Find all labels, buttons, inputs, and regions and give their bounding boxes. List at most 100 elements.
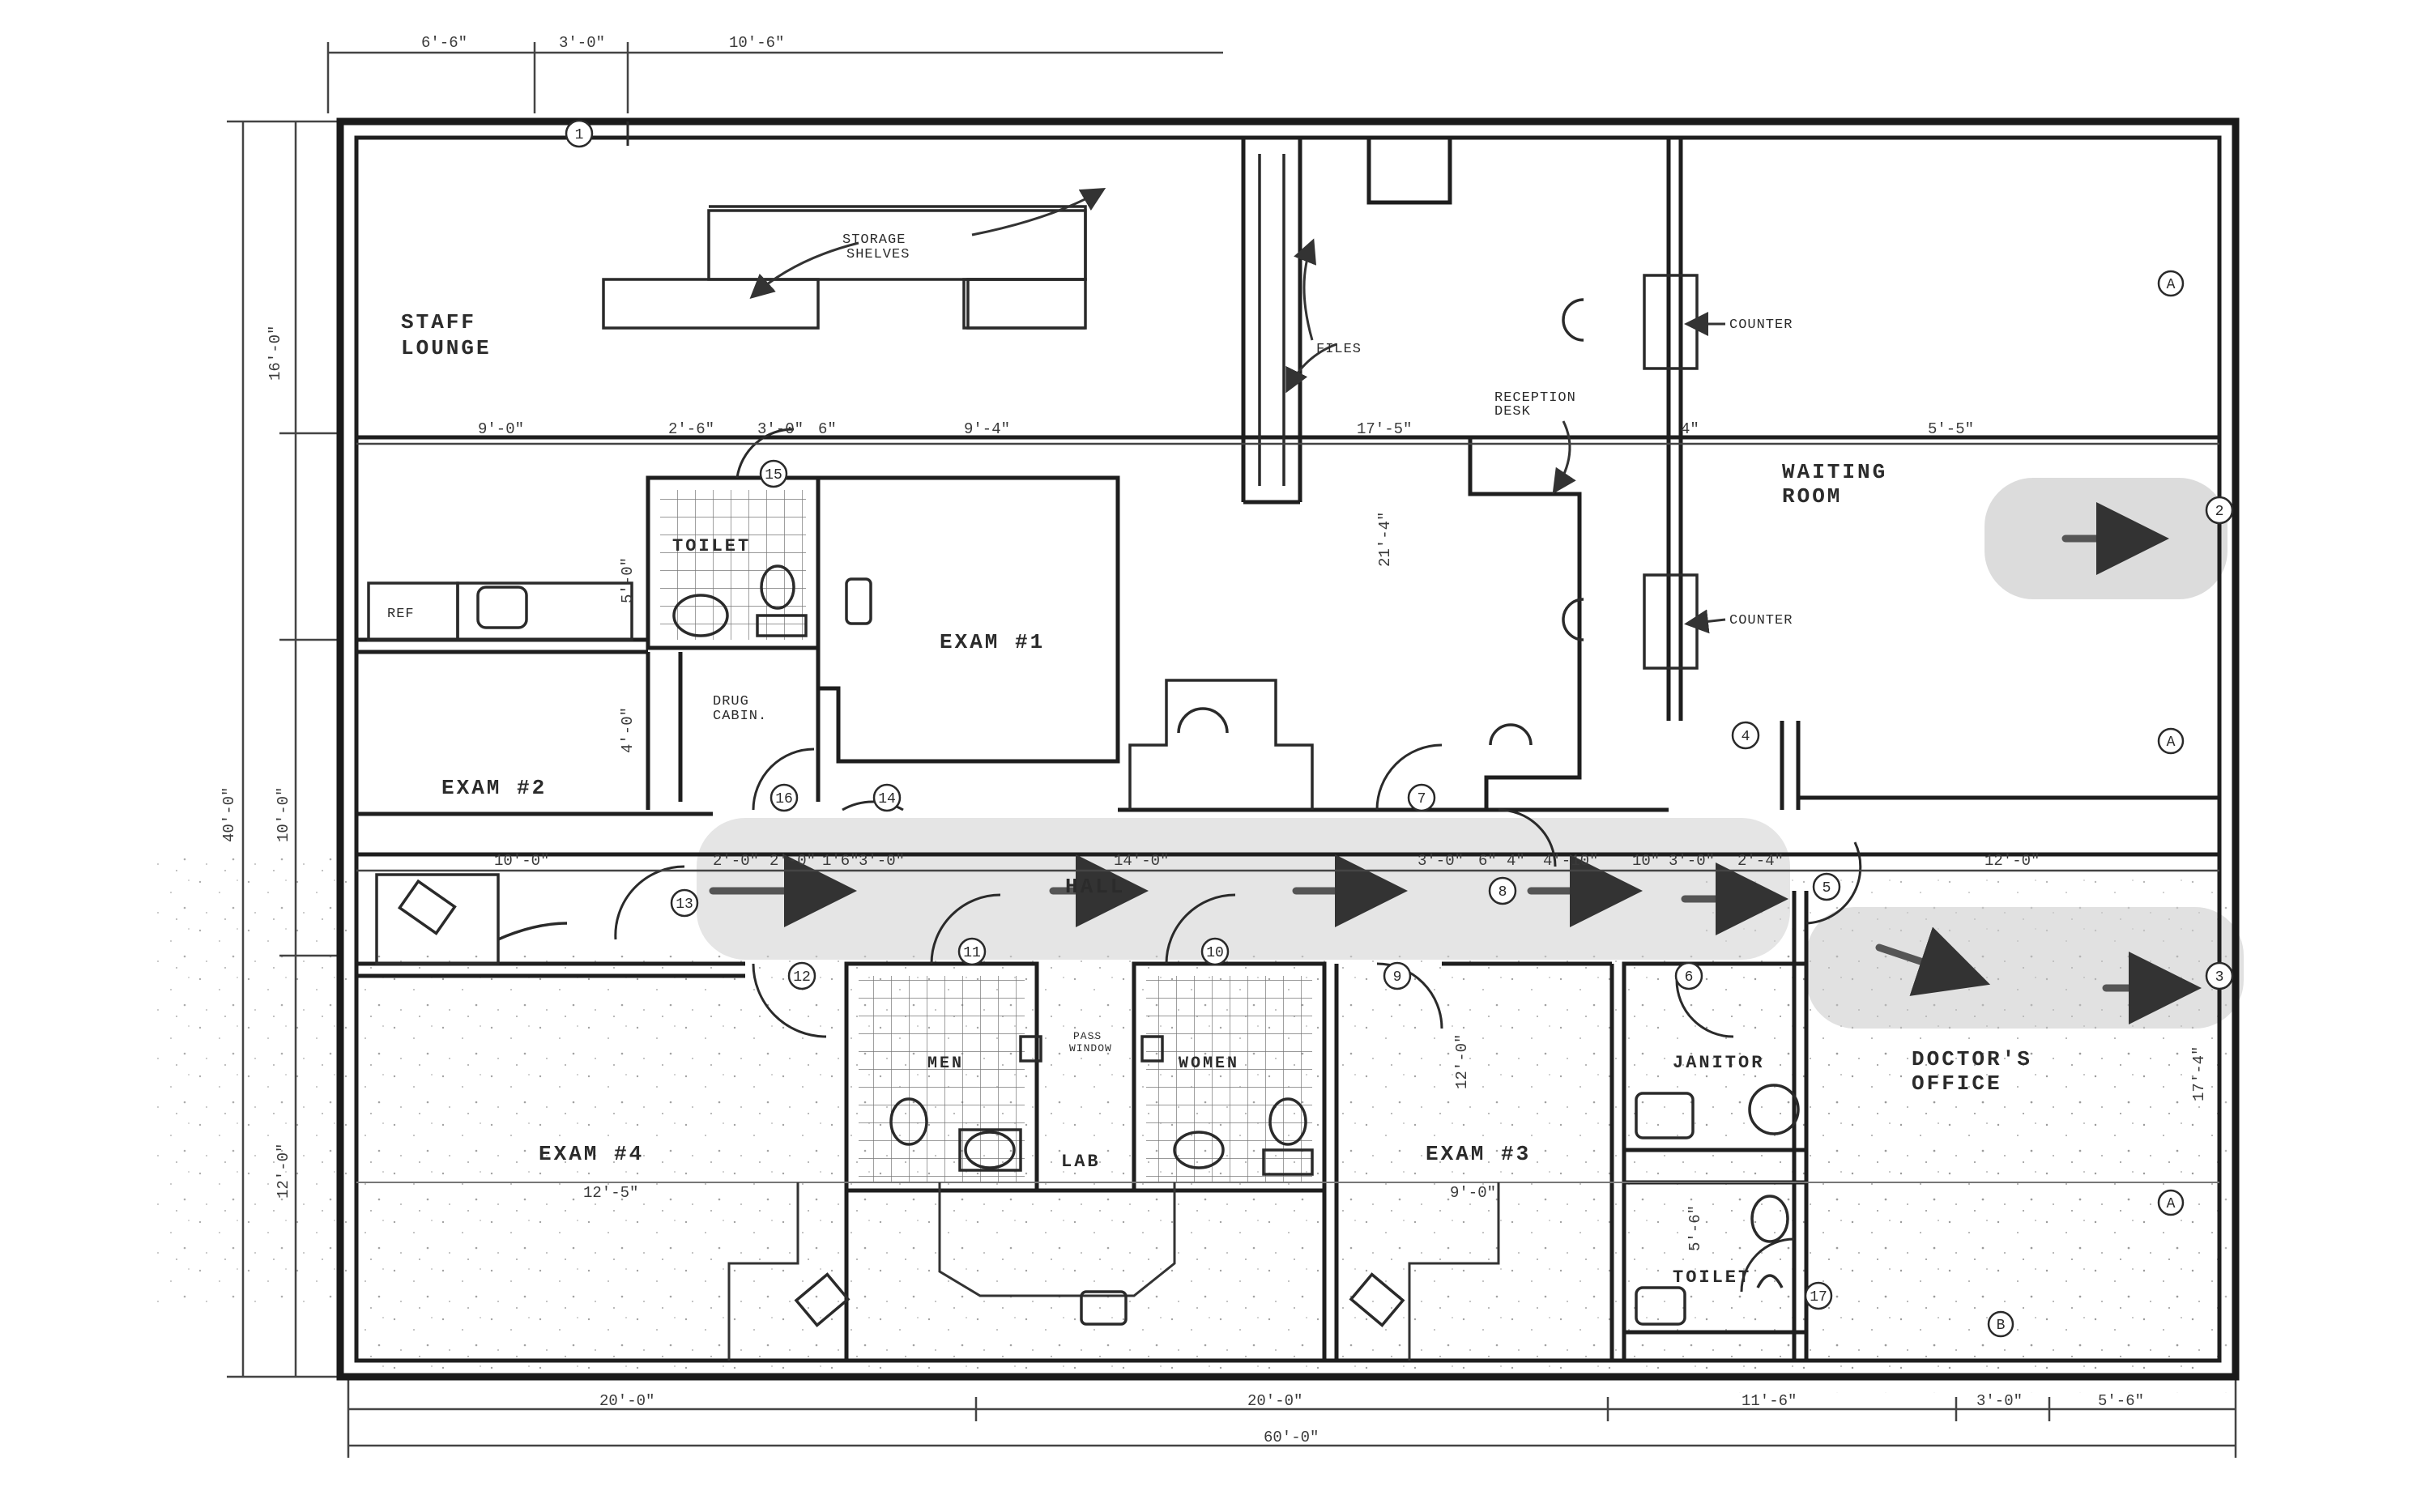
dim-row2-5: 3'-0"	[859, 852, 905, 870]
svg-text:9: 9	[1393, 969, 1402, 986]
dim-row2-12: 3'-0"	[1669, 852, 1715, 870]
tag-1: 1	[565, 119, 594, 148]
staff-lounge-label-1: STAFF	[401, 310, 476, 334]
dim-row2-4: 1'6"	[822, 852, 859, 870]
dim-row1-6: 17'-5"	[1357, 420, 1412, 438]
svg-text:14: 14	[878, 791, 896, 807]
dim-row1-7: 4"	[1681, 420, 1699, 438]
drug-cabinet-note-1: DRUG	[713, 694, 749, 709]
interior-dimensions: 9'-0" 2'-6" 3'-0" 6" 9'-4" 17'-5" 4" 5'-…	[356, 420, 2219, 1251]
reception-desk-note-2: DESK	[1494, 404, 1531, 420]
tag-8: 8	[1488, 876, 1517, 905]
svg-text:17: 17	[1810, 1289, 1827, 1305]
dim-overall: 60'-0"	[1264, 1429, 1319, 1446]
toilet-lower-label: TOILET	[1673, 1267, 1751, 1288]
tag-9: 9	[1383, 961, 1412, 990]
dim-row2-6: 14'-0"	[1114, 852, 1169, 870]
tag-13: 13	[670, 888, 699, 918]
waiting-room-label-1: WAITING	[1782, 460, 1887, 484]
tag-2: 2	[2205, 496, 2234, 525]
svg-text:10: 10	[1206, 945, 1224, 961]
dim-bottom-4: 3'-0"	[1976, 1392, 2023, 1410]
staff-lounge-label-2: LOUNGE	[401, 336, 492, 360]
tag-17: 17	[1804, 1281, 1833, 1310]
lab-label: LAB	[1061, 1152, 1101, 1172]
wall-mark-a-1: A	[2157, 270, 2185, 297]
egress-route-shading	[697, 478, 2244, 1029]
dim-bottom-5: 5'-6"	[2098, 1392, 2144, 1410]
tag-14: 14	[872, 783, 902, 812]
ref-note: REF	[387, 607, 415, 622]
route-arrows	[709, 502, 2202, 1024]
svg-text:A: A	[2167, 735, 2176, 751]
notes: STORAGE SHELVES FILES RECEPTION DESK COU…	[387, 232, 1793, 1054]
dim-row2-1: 10'-0"	[494, 852, 549, 870]
dim-row2-7: 3'-0"	[1418, 852, 1464, 870]
dim-row1-2: 2'-6"	[668, 420, 714, 438]
storage-shelves-note-2: SHELVES	[846, 247, 910, 262]
bottom-dimension-chain: 20'-0" 20'-0" 11'-6" 3'-0" 5'-6" 60'-0"	[347, 1377, 2237, 1458]
dim-row1-3: 3'-0"	[757, 420, 804, 438]
dim-row1-5: 9'-4"	[964, 420, 1010, 438]
exam4-label: EXAM #4	[539, 1142, 644, 1166]
dim-row2-3: 2'-0"	[770, 852, 816, 870]
dim-row2-14: 12'-0"	[1985, 852, 2040, 870]
tag-7: 7	[1407, 783, 1436, 812]
fixtures	[367, 154, 1800, 1327]
reception-desk-note-1: RECEPTION	[1494, 390, 1576, 406]
pass-window-note-2: WINDOW	[1069, 1042, 1112, 1054]
drug-cabinet-note-2: CABIN.	[713, 709, 767, 724]
wall-mark-b: B	[1987, 1310, 2014, 1338]
dim-misc-7: 12'-5"	[583, 1184, 638, 1202]
tag-12: 12	[787, 961, 816, 990]
counter-top-note: COUNTER	[1729, 317, 1793, 333]
svg-text:12: 12	[793, 969, 811, 986]
dim-row2-10: 4'-10"	[1543, 852, 1598, 870]
files-note: FILES	[1316, 342, 1362, 357]
wall-marks: A A A B	[1987, 270, 2185, 1338]
dim-misc-4: 4'-0"	[619, 707, 637, 753]
svg-text:A: A	[2167, 277, 2176, 293]
svg-text:8: 8	[1498, 884, 1507, 901]
tag-4: 4	[1731, 721, 1760, 750]
dim-misc-3: 5'-0"	[619, 557, 637, 603]
dim-top-2: 3'-0"	[559, 34, 605, 52]
janitor-label: JANITOR	[1673, 1053, 1764, 1073]
dim-misc-8: 5'-6"	[1686, 1205, 1704, 1251]
dim-left-3: 10'-0"	[275, 787, 292, 842]
dim-row2-2: 2'-0"	[713, 852, 759, 870]
tag-5: 5	[1812, 872, 1841, 901]
top-dimension-chain: 6'-6" 3'-0" 10'-6"	[326, 34, 1223, 113]
exam1-label: EXAM #1	[940, 630, 1045, 654]
svg-text:6: 6	[1685, 969, 1694, 986]
svg-text:13: 13	[676, 897, 693, 913]
dim-row1-4: 6"	[818, 420, 837, 438]
dim-misc-1: 21'-4"	[1376, 512, 1394, 567]
room-labels: STAFF LOUNGE WAITING ROOM DOCTOR'S OFFIC…	[401, 310, 2030, 1288]
waiting-room-label-2: ROOM	[1782, 484, 1842, 509]
svg-text:15: 15	[765, 467, 782, 483]
dim-bottom-2: 20'-0"	[1247, 1392, 1302, 1410]
dim-misc-6: 9'-0"	[1450, 1184, 1496, 1202]
dim-row1-1: 9'-0"	[478, 420, 524, 438]
dim-left-2: 40'-0"	[220, 787, 238, 842]
exterior-walls	[336, 117, 2240, 1381]
svg-text:16: 16	[775, 791, 793, 807]
men-label: MEN	[927, 1054, 964, 1073]
dim-top-3: 10'-6"	[729, 34, 784, 52]
dim-row2-9: 4"	[1507, 852, 1525, 870]
svg-text:4: 4	[1742, 729, 1750, 745]
dim-row2-8: 6"	[1478, 852, 1497, 870]
dim-misc-2: 12'-0"	[1453, 1034, 1471, 1089]
left-dimension-chain: 16'-0" 40'-0" 10'-0" 12'-0"	[220, 120, 340, 1378]
svg-text:3: 3	[2215, 969, 2224, 986]
dim-row2-13: 2'-4"	[1737, 852, 1784, 870]
exam3-label: EXAM #3	[1426, 1142, 1531, 1166]
dim-bottom-3: 11'-6"	[1742, 1392, 1797, 1410]
doctors-office-label-2: OFFICE	[1912, 1071, 2002, 1096]
svg-text:A: A	[2167, 1196, 2176, 1212]
dim-left-1: 16'-0"	[266, 326, 284, 381]
tag-11: 11	[957, 937, 987, 966]
tag-3: 3	[2205, 961, 2234, 990]
svg-text:11: 11	[963, 945, 981, 961]
